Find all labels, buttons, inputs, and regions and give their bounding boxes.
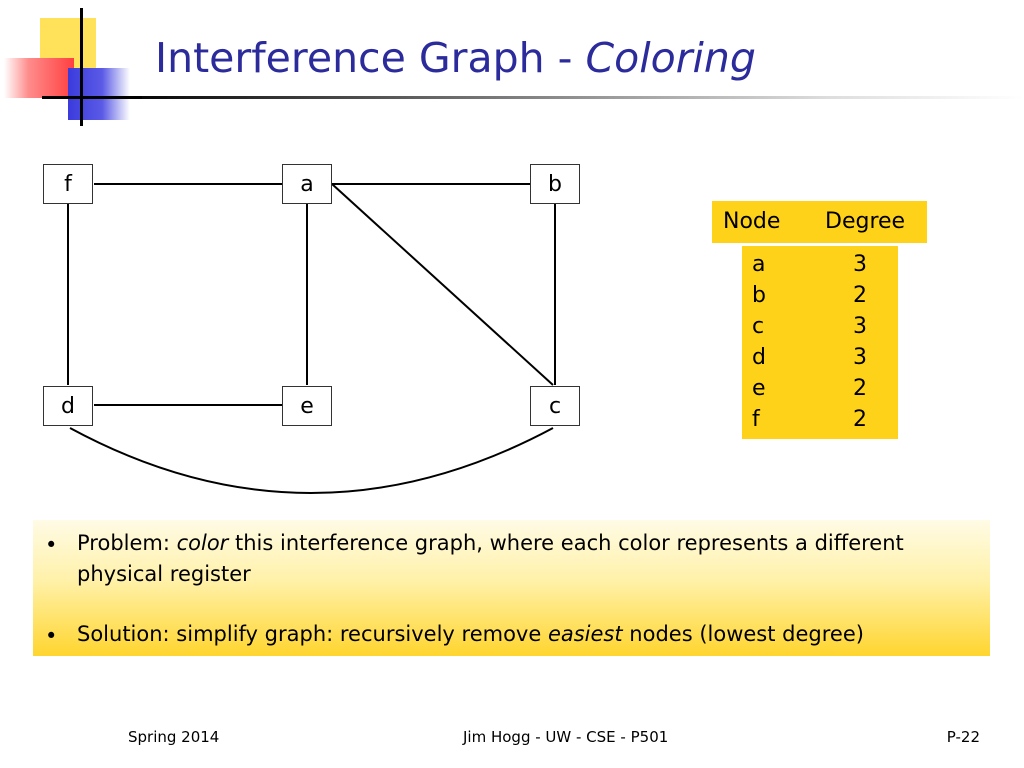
notes-box: • Problem: color this interference graph… [33, 520, 990, 656]
footer-page-number: P-22 [946, 728, 980, 746]
row-node: d [752, 345, 766, 370]
node-d: d [43, 386, 93, 426]
row-degree: 3 [853, 345, 867, 370]
table-row: e 2 [742, 376, 898, 407]
row-degree: 3 [853, 252, 867, 277]
row-node: b [752, 283, 766, 308]
node-f: f [43, 164, 93, 204]
row-degree: 2 [853, 407, 867, 432]
degree-table-body: a 3 b 2 c 3 d 3 e 2 f 2 [742, 246, 898, 439]
row-degree: 2 [853, 376, 867, 401]
table-row: f 2 [742, 407, 898, 438]
bullet-emphasis: easiest [547, 622, 623, 646]
row-node: f [752, 407, 760, 432]
node-e: e [282, 386, 332, 426]
logo-blue-square [68, 68, 130, 120]
slide-title-italic: Coloring [585, 34, 756, 82]
edge-d-c [69, 427, 554, 494]
footer-date: Spring 2014 [128, 728, 220, 746]
slide-title-text: Interference Graph - [155, 34, 586, 82]
header-degree: Degree [825, 209, 906, 234]
footer-author: Jim Hogg - UW - CSE - P501 [463, 728, 669, 746]
bullet-marker: • [45, 624, 58, 648]
bullet-text: nodes (lowest degree) [622, 622, 864, 646]
slide-title: Interference Graph - Coloring [155, 34, 756, 82]
table-row: b 2 [742, 283, 898, 314]
logo-horizontal-line [42, 96, 142, 99]
bullet-emphasis: color [176, 531, 229, 555]
row-degree: 3 [853, 314, 867, 339]
row-degree: 2 [853, 283, 867, 308]
table-row: d 3 [742, 345, 898, 376]
bullet-text: Solution: simplify graph: recursively re… [77, 622, 548, 646]
row-node: e [752, 376, 766, 401]
node-b: b [530, 164, 580, 204]
logo-vertical-line [80, 8, 83, 126]
node-c: c [530, 386, 580, 426]
bullet-solution: Solution: simplify graph: recursively re… [77, 619, 977, 650]
bullet-text: Problem: [77, 531, 177, 555]
degree-table-header: Node Degree [712, 201, 927, 243]
node-a: a [282, 164, 332, 204]
bullet-problem: Problem: color this interference graph, … [77, 528, 977, 590]
title-rule [42, 96, 1024, 99]
header-node: Node [723, 209, 781, 234]
table-row: a 3 [742, 252, 898, 283]
row-node: a [752, 252, 766, 277]
bullet-marker: • [45, 533, 58, 557]
edge-a-c [331, 183, 554, 386]
row-node: c [752, 314, 765, 339]
table-row: c 3 [742, 314, 898, 345]
bullet-text: this interference graph, where each colo… [77, 531, 904, 586]
logo-red-bar [4, 58, 74, 98]
